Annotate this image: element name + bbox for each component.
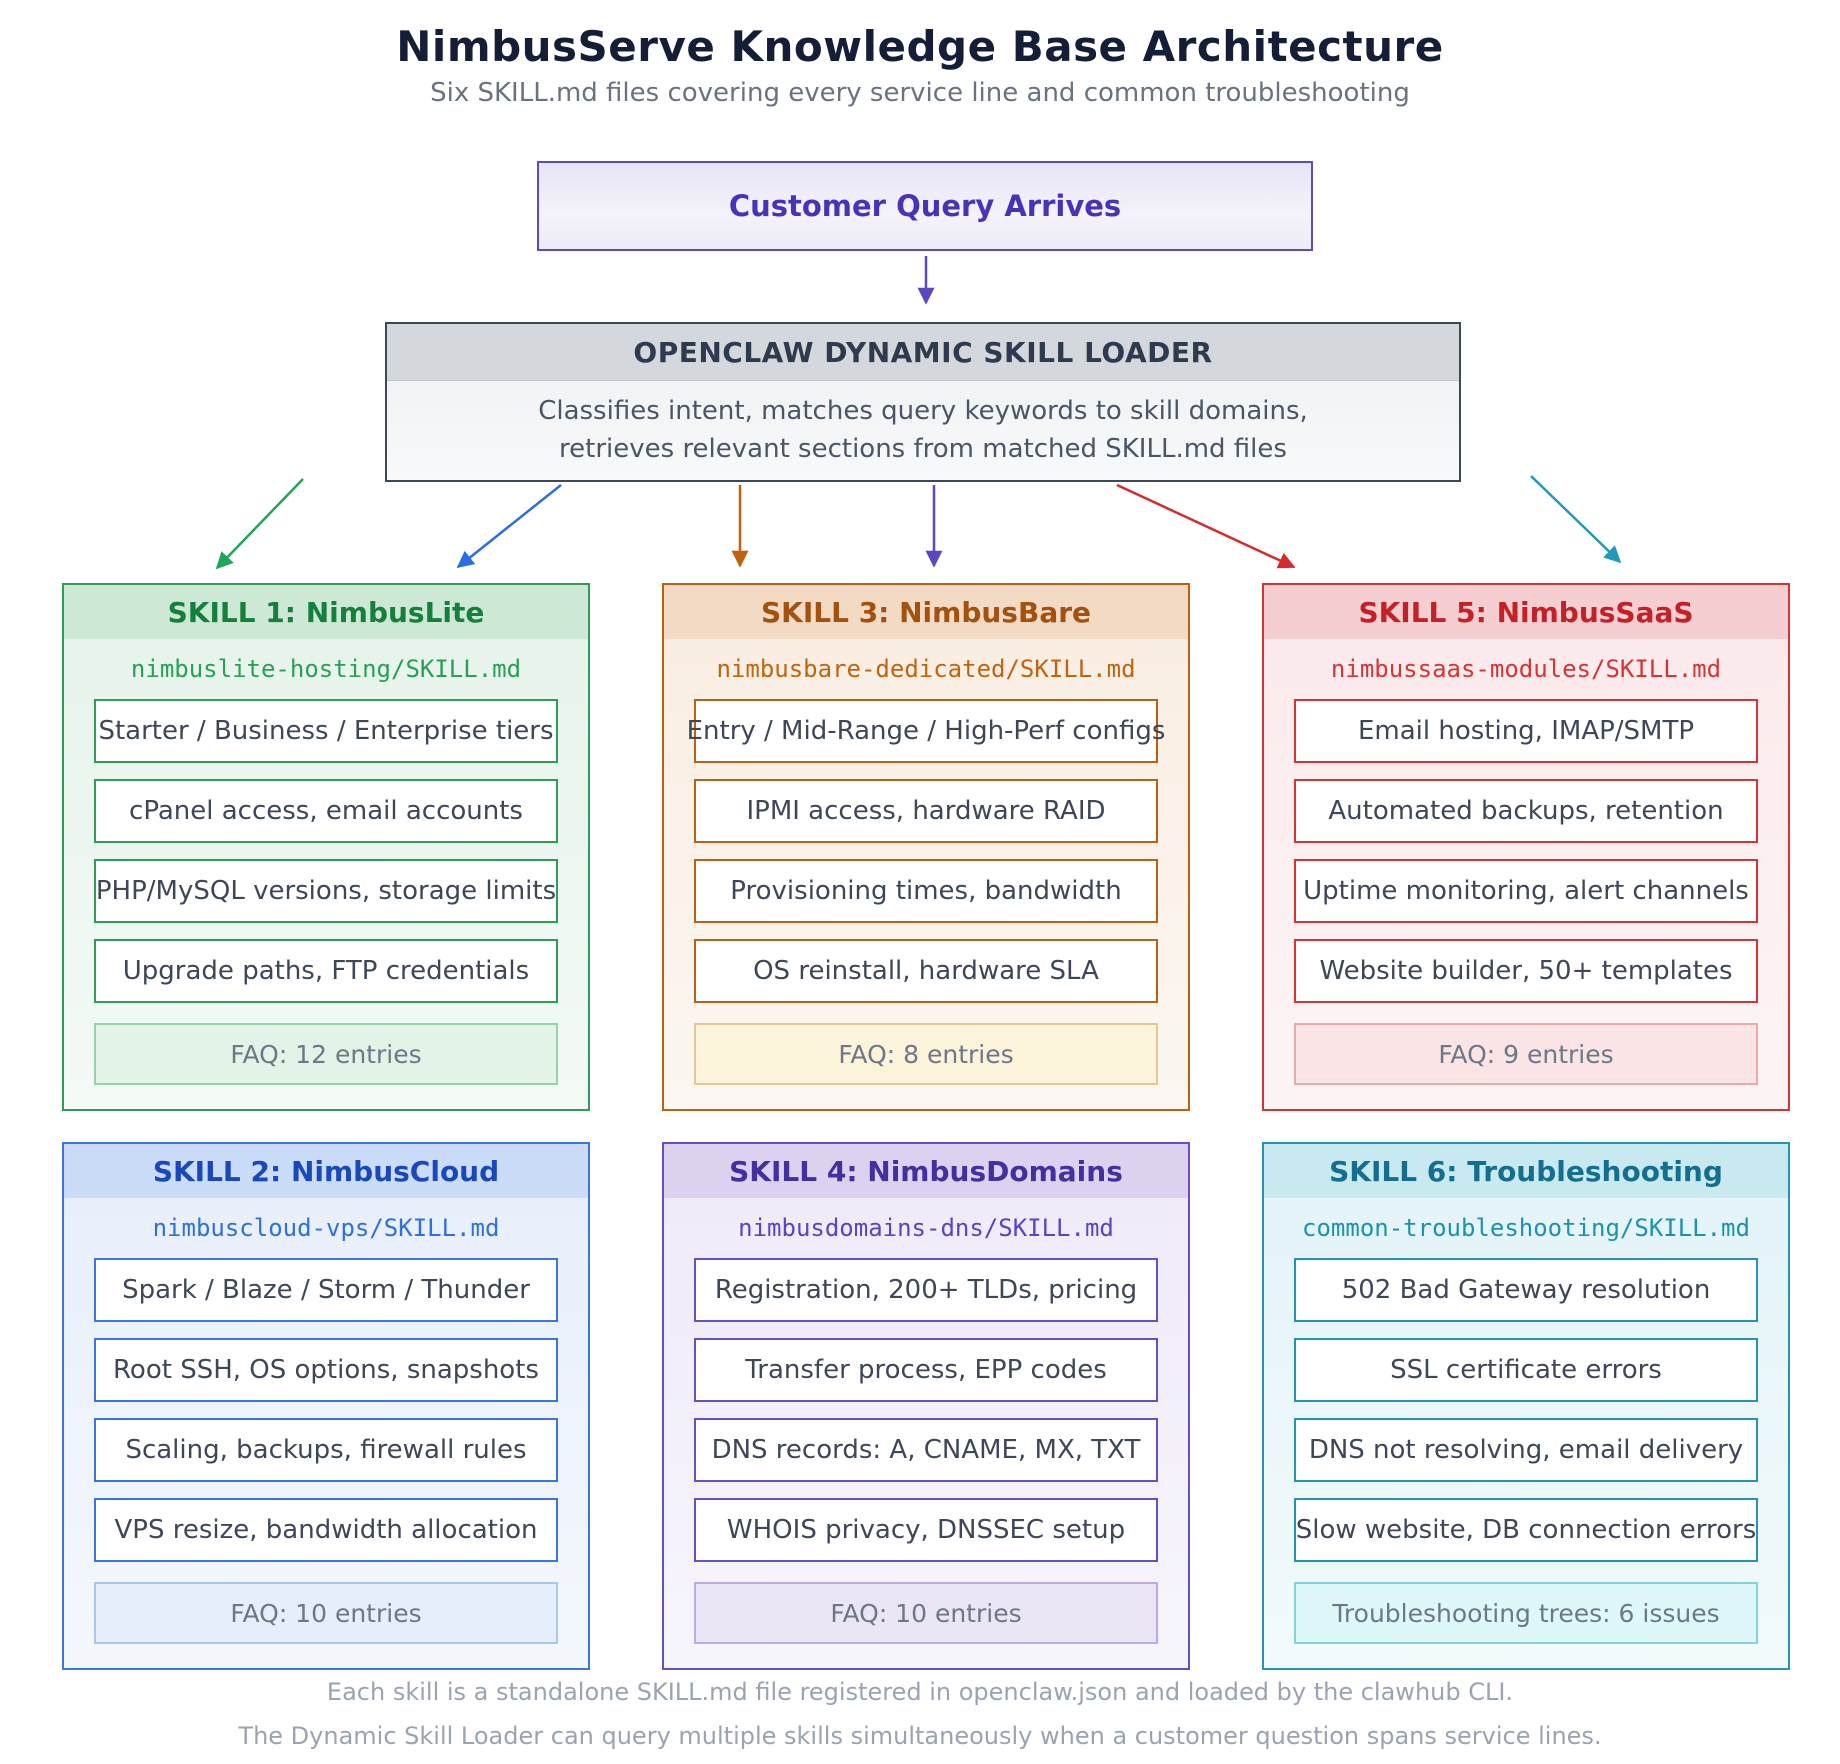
skill-card-6-topic: Slow website, DB connection errors [1294,1498,1758,1562]
skill-card-2-topic: Scaling, backups, firewall rules [94,1418,558,1482]
skill-loader-node: OPENCLAW DYNAMIC SKILL LOADER Classifies… [385,322,1461,482]
skill-card-4-nimbusdomains: SKILL 4: NimbusDomains nimbusdomains-dns… [662,1142,1190,1670]
skill-card-2-path: nimbuscloud-vps/SKILL.md [152,1214,500,1242]
skill-loader-description-line-2: retrieves relevant sections from matched… [559,433,1287,464]
skill-card-2-topic: VPS resize, bandwidth allocation [94,1498,558,1562]
skill-card-6-path: common-troubleshooting/SKILL.md [1302,1214,1750,1242]
skill-card-6-title: SKILL 6: Troubleshooting [1264,1144,1788,1198]
skill-card-2-topic: Root SSH, OS options, snapshots [94,1338,558,1402]
skill-card-3-topic: Provisioning times, bandwidth [694,859,1158,923]
skill-card-3-topic: Entry / Mid-Range / High-Perf configs [687,699,1165,763]
skill-card-4-faq-badge: FAQ: 10 entries [694,1582,1158,1644]
skill-card-6-troubleshooting: SKILL 6: Troubleshooting common-troubles… [1262,1142,1790,1670]
arrow-loader-to-skill-2 [456,484,562,569]
skill-card-5-title: SKILL 5: NimbusSaaS [1264,585,1788,639]
skill-card-6-topic: 502 Bad Gateway resolution [1294,1258,1758,1322]
arrow-loader-to-skill-1 [215,478,304,570]
skill-card-5-faq-badge: FAQ: 9 entries [1294,1023,1758,1085]
arrow-loader-to-skill-5 [1116,483,1296,569]
skill-loader-description-line-1: Classifies intent, matches query keyword… [538,395,1308,426]
skill-card-5-topic: Uptime monitoring, alert channels [1294,859,1758,923]
skill-card-1-path: nimbuslite-hosting/SKILL.md [130,655,522,683]
skill-card-1-topic: Upgrade paths, FTP credentials [94,939,558,1003]
skill-card-5-topic: Email hosting, IMAP/SMTP [1294,699,1758,763]
skill-card-3-topic: IPMI access, hardware RAID [694,779,1158,843]
skill-loader-title: OPENCLAW DYNAMIC SKILL LOADER [387,324,1459,381]
skill-card-1-faq-badge: FAQ: 12 entries [94,1023,558,1085]
skill-loader-description: Classifies intent, matches query keyword… [387,381,1459,480]
skill-card-3-topic: OS reinstall, hardware SLA [694,939,1158,1003]
customer-query-node: Customer Query Arrives [537,161,1313,251]
arrow-loader-to-skill-6 [1530,475,1622,564]
skill-card-6-faq-badge: Troubleshooting trees: 6 issues [1294,1582,1758,1644]
skill-card-1-nimbuslite: SKILL 1: NimbusLite nimbuslite-hosting/S… [62,583,590,1111]
skill-card-3-title: SKILL 3: NimbusBare [664,585,1188,639]
skill-card-3-faq-badge: FAQ: 8 entries [694,1023,1158,1085]
footer-note-line-2: The Dynamic Skill Loader can query multi… [238,1722,1602,1750]
skill-card-4-topic: DNS records: A, CNAME, MX, TXT [694,1418,1158,1482]
skill-card-1-topic: cPanel access, email accounts [94,779,558,843]
skill-card-2-faq-badge: FAQ: 10 entries [94,1582,558,1644]
skill-card-5-topic: Automated backups, retention [1294,779,1758,843]
skill-card-5-topic: Website builder, 50+ templates [1294,939,1758,1003]
skill-card-2-title: SKILL 2: NimbusCloud [64,1144,588,1198]
customer-query-label: Customer Query Arrives [728,189,1122,223]
skill-card-6-topic: SSL certificate errors [1294,1338,1758,1402]
footer-note-line-1: Each skill is a standalone SKILL.md file… [326,1678,1514,1706]
skill-card-3-path: nimbusbare-dedicated/SKILL.md [716,655,1136,683]
skill-card-1-topic: Starter / Business / Enterprise tiers [94,699,558,763]
skill-card-4-topic: Transfer process, EPP codes [694,1338,1158,1402]
skill-card-4-topic: Registration, 200+ TLDs, pricing [694,1258,1158,1322]
skill-card-2-nimbuscloud: SKILL 2: NimbusCloud nimbuscloud-vps/SKI… [62,1142,590,1670]
skill-card-6-topic: DNS not resolving, email delivery [1294,1418,1758,1482]
skill-card-2-topic: Spark / Blaze / Storm / Thunder [94,1258,558,1322]
skill-card-4-path: nimbusdomains-dns/SKILL.md [738,1214,1114,1242]
skill-card-5-nimbussaas: SKILL 5: NimbusSaaS nimbussaas-modules/S… [1262,583,1790,1111]
skill-card-4-title: SKILL 4: NimbusDomains [664,1144,1188,1198]
skill-card-1-topic: PHP/MySQL versions, storage limits [94,859,558,923]
skill-card-1-title: SKILL 1: NimbusLite [64,585,588,639]
skill-card-3-nimbusbare: SKILL 3: NimbusBare nimbusbare-dedicated… [662,583,1190,1111]
skill-card-5-path: nimbussaas-modules/SKILL.md [1330,655,1722,683]
page-subtitle: Six SKILL.md files covering every servic… [430,78,1410,108]
page-title: NimbusServe Knowledge Base Architecture [396,22,1444,71]
skill-card-4-topic: WHOIS privacy, DNSSEC setup [694,1498,1158,1562]
